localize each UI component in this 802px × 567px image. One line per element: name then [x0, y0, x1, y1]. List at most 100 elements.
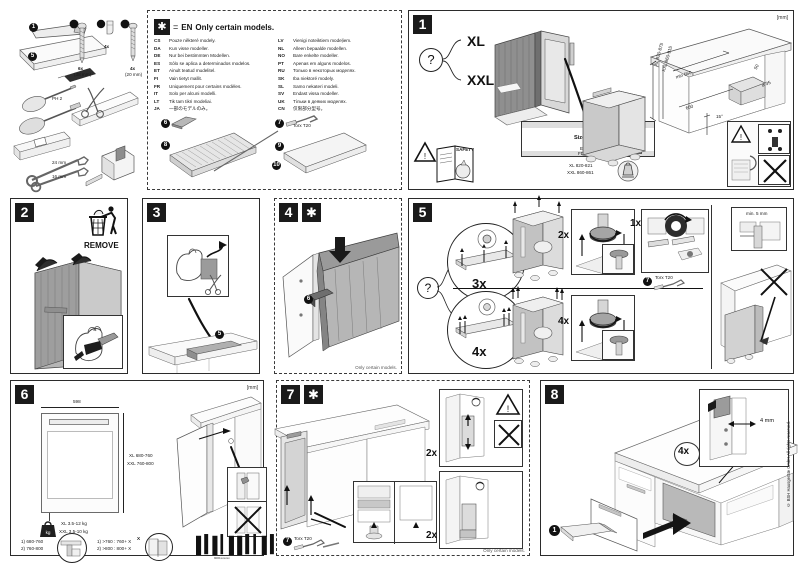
question-glyph: ?: [424, 281, 432, 295]
tool-ph2-label: PH 2: [52, 96, 63, 101]
legend-code: DA: [154, 45, 161, 51]
part-3-count: 4x: [104, 44, 110, 49]
step-1-number: 1: [413, 15, 432, 34]
equals-sign: =: [173, 22, 179, 32]
legend-text: Vain tietyt mallit.: [169, 75, 203, 81]
step-6-height-xl: XL 680-760: [129, 453, 153, 458]
legend-text: Iba niektoré modely.: [293, 75, 335, 81]
step-4-part-ref: 6: [304, 295, 313, 304]
legend-row: JA 一部のモデルのみ。: [154, 105, 274, 113]
step-7-detail-divider: [394, 482, 395, 544]
part-7-torx-label: Torx T20: [293, 123, 311, 128]
step-1-warning-detail-box: !: [727, 121, 791, 187]
legend-code: ES: [154, 60, 161, 66]
step-3-number: 3: [147, 203, 166, 222]
step-6-width-dim-line: [41, 407, 119, 408]
tools-art: [12, 84, 144, 193]
step-6-note-left-2: 2) 760-800: [21, 546, 44, 551]
step-1-safety-label: SAFETY: [456, 147, 475, 152]
legend-text: 一部のモデルのみ。: [169, 106, 211, 112]
svg-text:kg: kg: [46, 530, 51, 535]
step-6-nok-detail-box: [227, 501, 267, 537]
parts-and-tools-panel: 1 5 6x (38 mm): [8, 8, 144, 193]
barcode-caption: 9001xxxxxx: [214, 556, 230, 560]
step-8-count-circle: [674, 442, 700, 466]
legend-code: PT: [278, 60, 284, 66]
step-5-variant-a-circle-detail: [476, 228, 498, 250]
step-6-ok-art: [233, 471, 263, 501]
legend-text: Nur bei bestimmten Modellen.: [169, 53, 231, 59]
asterisk-icon: ✱: [154, 19, 170, 35]
step-8-panel: 8: [540, 380, 798, 556]
step-1-plug-ok-box: [758, 124, 790, 154]
part-4-size: (20 mm): [125, 72, 143, 77]
step-7-detail-box-bottom: 2x: [426, 471, 523, 549]
step-5-screw-detail-a: 2x: [558, 209, 635, 275]
legend-text: Endast vissa modeller.: [293, 91, 339, 97]
step-8-detail-art: [706, 394, 784, 464]
step-6-panel: 6 [mm] 598 XL 680-760 XXL 760-800 kg XL …: [10, 380, 267, 563]
step-2-hand-art: [68, 319, 120, 367]
step-1-branch-lines: [439, 33, 469, 85]
part-5-bullet: 5: [28, 52, 37, 61]
step-2-hand-detail-box: [63, 315, 123, 369]
step-7-number: 7: [281, 385, 300, 404]
step-5-variant-b-art: [454, 307, 518, 346]
legend-text: 仅限部分型号。: [293, 106, 326, 112]
step-5-question-mark: ?: [417, 277, 439, 299]
part-2-count: 6x: [78, 66, 84, 71]
question-glyph: ?: [427, 52, 435, 67]
step-5-clearance-detail: min. 5 mm: [731, 207, 787, 251]
step-6-detail-circle-right: [145, 533, 173, 561]
step-8-gap-label: 4 mm: [760, 418, 774, 424]
step-5-appliance-lower-art: [509, 286, 567, 369]
rating-plate-size-label: Size:: [574, 135, 588, 141]
legend-row: PT Apenas em alguns modelos.: [278, 60, 398, 68]
step-7-leader: [313, 511, 349, 533]
step-1-safety-icon-group: !: [413, 141, 481, 185]
step-6-front-panel-handle: [49, 419, 109, 425]
legend-code: RU: [278, 68, 285, 74]
part-10-bullet: 10: [272, 161, 281, 170]
step-7-detail-bottom-art: [444, 475, 504, 546]
step-6-number: 6: [15, 385, 34, 404]
step-8-count-text: 4x: [678, 446, 690, 457]
step-1-plug-not-ok-box: [758, 155, 790, 185]
svg-text:!: !: [424, 152, 426, 161]
step-3-hand-scissors-art: [171, 239, 227, 296]
legend-text: Apenas em alguns modelos.: [293, 60, 351, 66]
legend-code: NO: [278, 53, 285, 59]
legend-code: JA: [154, 106, 160, 112]
step-5-screw-b-count: 4x: [558, 316, 570, 327]
step-5-tool-count: 1x: [630, 218, 642, 229]
step-4-asterisk-icon: ✱: [302, 203, 321, 222]
step-5-screw-a-inset: [602, 244, 634, 274]
step-5-torx-key-art: [653, 279, 687, 293]
step-7-torx-key-art: [293, 539, 341, 553]
step-5-clearance-label: min. 5 mm: [746, 211, 768, 216]
step-6-front-panel-inner: [47, 431, 113, 499]
legend-text: Samo nekateri modeli.: [293, 83, 339, 89]
step-7-detail-top-art: [444, 393, 494, 464]
step-5-clearance-art: [738, 220, 782, 250]
step-6-note-right-2: 2) >800 : 800+ X: [97, 546, 132, 551]
legend-text: Sólo se aplica a determinados modelos.: [169, 60, 251, 66]
legend-code: NL: [278, 45, 285, 51]
tool-wrench-16-label: 16 mm: [52, 174, 67, 179]
step-5-panel: 5 ?: [408, 195, 794, 374]
step-7-count-top: 2x: [426, 448, 438, 459]
part-2-size: (38 mm): [74, 72, 92, 77]
step-7-part-ref: 7: [283, 537, 292, 546]
step-7-torx-label: Torx T20: [294, 536, 312, 541]
step-1-plug-ok-art: [765, 127, 785, 153]
